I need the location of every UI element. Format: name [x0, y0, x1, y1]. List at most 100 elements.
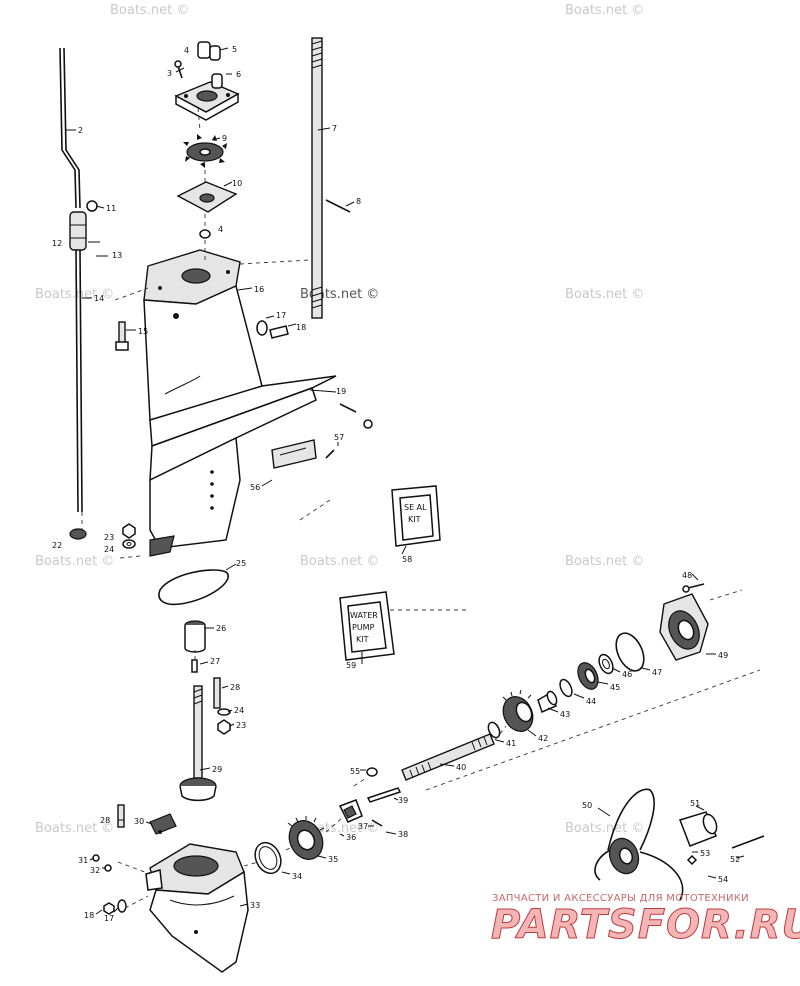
callout-52: 52 — [730, 855, 740, 864]
callout-37: 37 — [358, 822, 368, 831]
callout-49: 49 — [718, 651, 728, 660]
stud-19 — [339, 403, 373, 429]
callout-24b: 24 — [234, 706, 244, 715]
brand-logo: PARTSFOR.RU — [490, 902, 800, 949]
driveshaft-upper — [311, 37, 323, 319]
callout-28: 28 — [230, 683, 240, 692]
callout-47: 47 — [652, 668, 662, 677]
watermark-text: Boats.net © — [565, 287, 644, 302]
callout-19: 19 — [336, 387, 346, 396]
propeller-shaft-40 — [401, 733, 495, 781]
callout-8: 8 — [356, 197, 361, 206]
callout-4b: 4 — [218, 225, 223, 234]
bearing-carrier-49 — [659, 593, 709, 661]
callout-11: 11 — [106, 204, 116, 213]
forward-gear-35 — [287, 816, 325, 860]
callout-36: 36 — [346, 833, 356, 842]
callout-59: 59 — [346, 661, 356, 670]
callout-54: 54 — [718, 875, 728, 884]
bushing-26 — [184, 620, 206, 653]
nut-23 — [122, 523, 136, 539]
callout-15: 15 — [138, 327, 148, 336]
callout-12: 12 — [52, 239, 62, 248]
callout-46: 46 — [622, 670, 632, 679]
callout-27: 27 — [210, 657, 220, 666]
shift-plunger-39 — [366, 787, 402, 803]
callout-40: 40 — [456, 763, 466, 772]
callout-16: 16 — [254, 285, 264, 294]
gearcase-33 — [145, 843, 249, 973]
pump-kit-label-line3: KIT — [356, 635, 369, 644]
watermark-text: Boats.net © — [565, 3, 644, 18]
alignment-lines — [114, 107, 761, 909]
seal-kit-box: SE AL KIT — [391, 485, 441, 547]
callout-22: 22 — [52, 541, 62, 550]
callout-6: 6 — [236, 70, 241, 79]
shift-rod-connector — [69, 211, 87, 251]
callout-53: 53 — [700, 849, 710, 858]
bushing-43 — [537, 690, 558, 714]
impeller-plate — [176, 181, 238, 213]
pin-28-lower — [117, 804, 125, 828]
callout-2: 2 — [78, 126, 83, 135]
key-4 — [199, 229, 211, 239]
callout-48: 48 — [682, 571, 692, 580]
gasket-25 — [158, 569, 229, 606]
callout-7: 7 — [332, 124, 337, 133]
impeller — [183, 134, 227, 168]
shift-rod-upper — [59, 47, 81, 209]
callout-26: 26 — [216, 624, 226, 633]
callout-55: 55 — [350, 767, 360, 776]
callout-39: 39 — [398, 796, 408, 805]
shift-cam-30 — [149, 813, 177, 835]
callout-31: 31 — [78, 856, 88, 865]
pump-kit-label-line2: PUMP — [352, 623, 375, 632]
seal-kit-label-line1: SE AL — [404, 503, 427, 512]
callout-18b: 18 — [84, 911, 94, 920]
driveshaft-lower — [179, 685, 217, 802]
callout-43: 43 — [560, 710, 570, 719]
callout-30: 30 — [134, 817, 144, 826]
washer-24 — [122, 539, 136, 549]
stud-28 — [213, 677, 221, 709]
water-pump-housing — [174, 41, 240, 121]
callout-numbers: 2 3 4 5 6 7 8 9 10 11 12 13 14 15 16 17 … — [52, 45, 740, 923]
callout-3: 3 — [167, 69, 172, 78]
callout-51: 51 — [690, 799, 700, 808]
watermark-text: Boats.net © — [300, 554, 379, 569]
bearing-45 — [577, 662, 599, 690]
shift-rod-lower — [75, 249, 83, 532]
callout-58: 58 — [402, 555, 412, 564]
callout-13: 13 — [112, 251, 122, 260]
callout-10: 10 — [232, 179, 242, 188]
bolt-15 — [115, 321, 129, 351]
callout-34: 34 — [292, 872, 302, 881]
bolt-18 — [269, 325, 289, 339]
o-ring-47 — [615, 632, 645, 672]
screw-48 — [682, 583, 705, 593]
pin-37 — [371, 819, 383, 827]
pin-8 — [325, 199, 351, 213]
seal-kit-label-line2: KIT — [408, 515, 421, 524]
callout-44: 44 — [586, 697, 596, 706]
propeller-assembly — [594, 788, 765, 901]
watermark-text: Boats.net © — [565, 821, 644, 836]
grommet-22 — [69, 528, 87, 540]
bearing-cup-46 — [598, 653, 614, 675]
washer-44 — [559, 678, 573, 698]
clutch-dog-36 — [338, 799, 363, 823]
bolt-18-lower — [103, 902, 115, 915]
pin-27 — [191, 659, 198, 673]
watermark-text: Boats.net © — [35, 287, 114, 302]
callout-42: 42 — [538, 734, 548, 743]
watermarks: Boats.net © Boats.net © Boats.net © Boat… — [35, 3, 644, 836]
watermark-text: Boats.net © — [35, 821, 114, 836]
callout-17b: 17 — [104, 914, 114, 923]
callout-56: 56 — [250, 483, 260, 492]
callout-4: 4 — [184, 46, 189, 55]
reverse-gear-42 — [502, 689, 534, 732]
water-pump-kit-box: WATER PUMP KIT — [339, 591, 395, 661]
callout-leaders — [66, 47, 745, 915]
callout-24: 24 — [104, 545, 114, 554]
